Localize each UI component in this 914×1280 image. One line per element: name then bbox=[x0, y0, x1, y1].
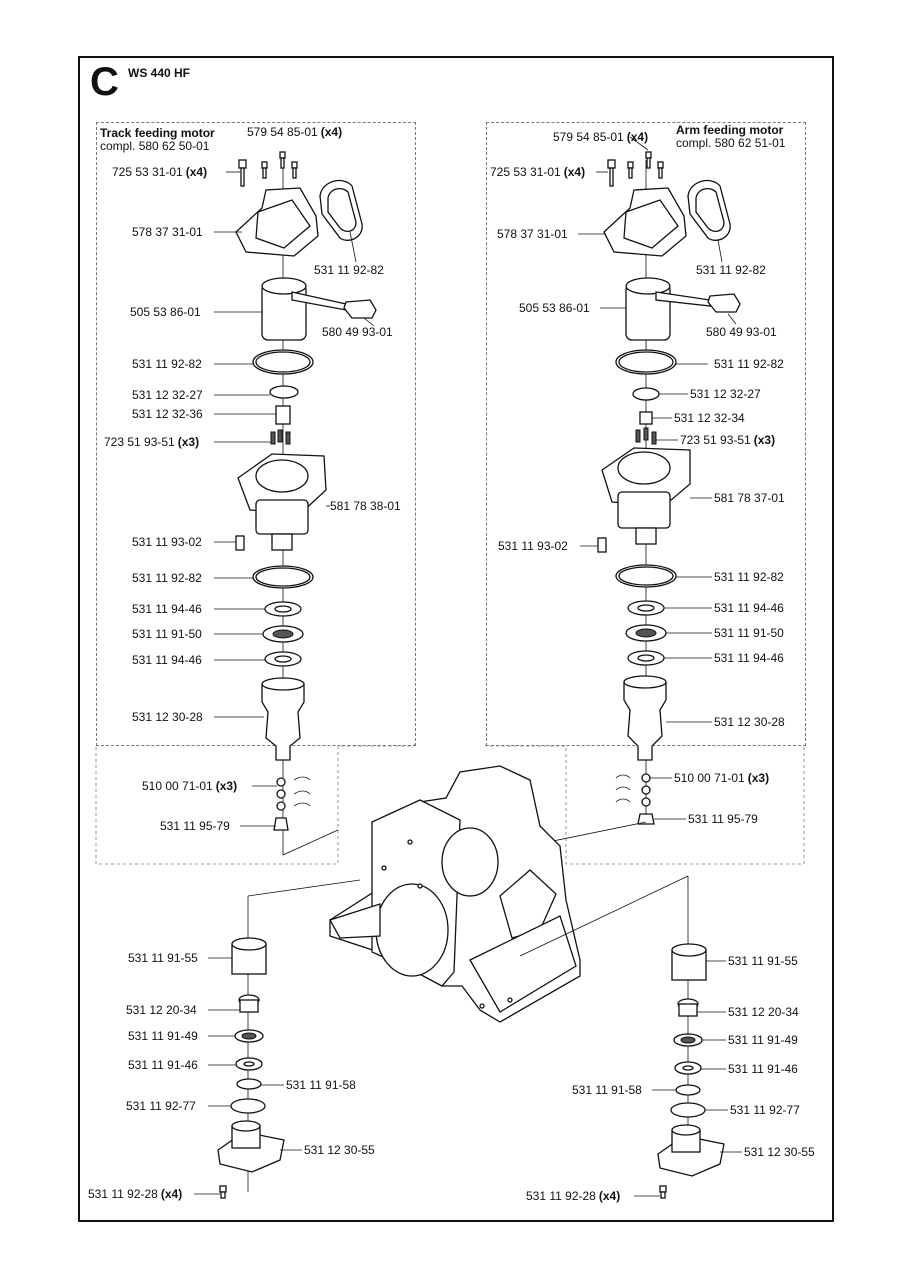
part-callout: 531 12 20-34 bbox=[728, 1005, 799, 1019]
part-callout: 579 54 85-01(x4) bbox=[553, 130, 649, 144]
part-callout: 531 12 30-28 bbox=[132, 710, 203, 724]
right-group-title: Arm feeding motor bbox=[676, 123, 784, 137]
part-callout: 531 11 93-02 bbox=[132, 535, 202, 549]
part-callout: 531 11 92-82 bbox=[714, 357, 784, 371]
part-callout: 510 00 71-01(x3) bbox=[674, 771, 770, 785]
part-callout: 531 11 91-49 bbox=[128, 1029, 198, 1043]
left-group-compl-number: 580 62 50-01 bbox=[138, 139, 210, 153]
section-letter: C bbox=[90, 60, 119, 104]
part-callout: 505 53 86-01 bbox=[519, 301, 590, 315]
part-callout: 578 37 31-01 bbox=[497, 227, 568, 241]
part-callout: 531 11 92-82 bbox=[132, 571, 202, 585]
part-callout: 580 49 93-01 bbox=[706, 325, 777, 339]
part-callout: 531 11 91-55 bbox=[728, 954, 798, 968]
key-icon bbox=[597, 537, 607, 553]
part-callout: 531 11 94-46 bbox=[714, 651, 784, 665]
shaft-icon bbox=[623, 681, 667, 761]
connector-icon bbox=[343, 299, 377, 319]
part-callout: 531 11 92-82 bbox=[714, 570, 784, 584]
part-callout: 580 49 93-01 bbox=[322, 325, 393, 339]
part-callout: 531 12 30-28 bbox=[714, 715, 785, 729]
part-callout: 723 51 93-51(x3) bbox=[680, 433, 776, 447]
page-frame bbox=[78, 56, 834, 1222]
left-group-box bbox=[96, 122, 416, 746]
left-group-title: Track feeding motor bbox=[100, 126, 215, 140]
screw-icon bbox=[238, 151, 298, 187]
part-callout: 531 11 92-28(x4) bbox=[88, 1187, 183, 1201]
part-callout: 531 11 92-28(x4) bbox=[526, 1189, 621, 1203]
part-callout: 531 11 91-50 bbox=[714, 626, 784, 640]
base-housing bbox=[329, 765, 581, 1023]
part-callout: 581 78 37-01 bbox=[714, 491, 785, 505]
part-callout: 531 11 94-46 bbox=[714, 601, 784, 615]
part-callout: 531 11 91-49 bbox=[728, 1033, 798, 1047]
part-callout: 531 11 92-82 bbox=[132, 357, 202, 371]
part-callout: 531 11 93-02 bbox=[498, 539, 568, 553]
part-callout: 531 12 30-55 bbox=[304, 1143, 375, 1157]
part-callout: 531 11 91-58 bbox=[286, 1078, 356, 1092]
part-callout: 531 11 92-82 bbox=[696, 263, 766, 277]
part-callout: 531 12 32-34 bbox=[674, 411, 745, 425]
key-icon bbox=[235, 535, 245, 551]
part-callout: 531 11 92-82 bbox=[314, 263, 384, 277]
screw-icon bbox=[607, 151, 664, 187]
part-callout: 531 11 92-77 bbox=[730, 1103, 800, 1117]
part-callout: 531 11 92-77 bbox=[126, 1099, 196, 1113]
part-callout: 531 11 94-46 bbox=[132, 653, 202, 667]
part-callout: 531 11 95-79 bbox=[688, 812, 758, 826]
part-callout: 531 12 32-36 bbox=[132, 407, 203, 421]
part-callout: 725 53 31-01(x4) bbox=[112, 165, 208, 179]
part-callout: 510 00 71-01(x3) bbox=[142, 779, 238, 793]
part-callout: 531 12 20-34 bbox=[126, 1003, 197, 1017]
part-callout: 581 78 38-01 bbox=[330, 499, 401, 513]
part-callout: 531 11 95-79 bbox=[160, 819, 230, 833]
part-callout: 531 12 32-27 bbox=[690, 387, 761, 401]
left-group-header: Track feeding motor compl. 580 62 50-01 bbox=[100, 127, 215, 153]
part-callout: 531 11 91-58 bbox=[572, 1083, 642, 1097]
leader-lines bbox=[194, 136, 742, 1197]
part-callout: 531 11 91-46 bbox=[728, 1062, 798, 1076]
part-callout: 531 11 91-46 bbox=[128, 1058, 198, 1072]
right-group-header: Arm feeding motor compl. 580 62 51-01 bbox=[676, 124, 785, 150]
connector-icon bbox=[707, 293, 741, 313]
part-callout: 505 53 86-01 bbox=[130, 305, 201, 319]
part-callout: 531 12 30-55 bbox=[744, 1145, 815, 1159]
part-callout: 531 11 94-46 bbox=[132, 602, 202, 616]
part-callout: 579 54 85-01(x4) bbox=[247, 125, 343, 139]
part-callout: 531 11 91-50 bbox=[132, 627, 202, 641]
lower-left-bearing-stack bbox=[217, 879, 361, 1199]
part-callout: 531 12 32-27 bbox=[132, 388, 203, 402]
left-group-compl-prefix: compl. bbox=[100, 139, 136, 153]
part-callout: 531 11 91-55 bbox=[128, 951, 198, 965]
part-callout: 578 37 31-01 bbox=[132, 225, 203, 239]
right-group-compl-number: 580 62 51-01 bbox=[714, 136, 786, 150]
model-title: WS 440 HF bbox=[128, 66, 191, 80]
part-callout: 725 53 31-01(x4) bbox=[490, 165, 586, 179]
right-group-compl-prefix: compl. bbox=[676, 136, 712, 150]
left-motor-exploded bbox=[235, 151, 377, 856]
part-callout: 723 51 93-51(x3) bbox=[104, 435, 200, 449]
shaft-icon bbox=[261, 683, 305, 761]
right-motor-exploded bbox=[459, 151, 741, 861]
